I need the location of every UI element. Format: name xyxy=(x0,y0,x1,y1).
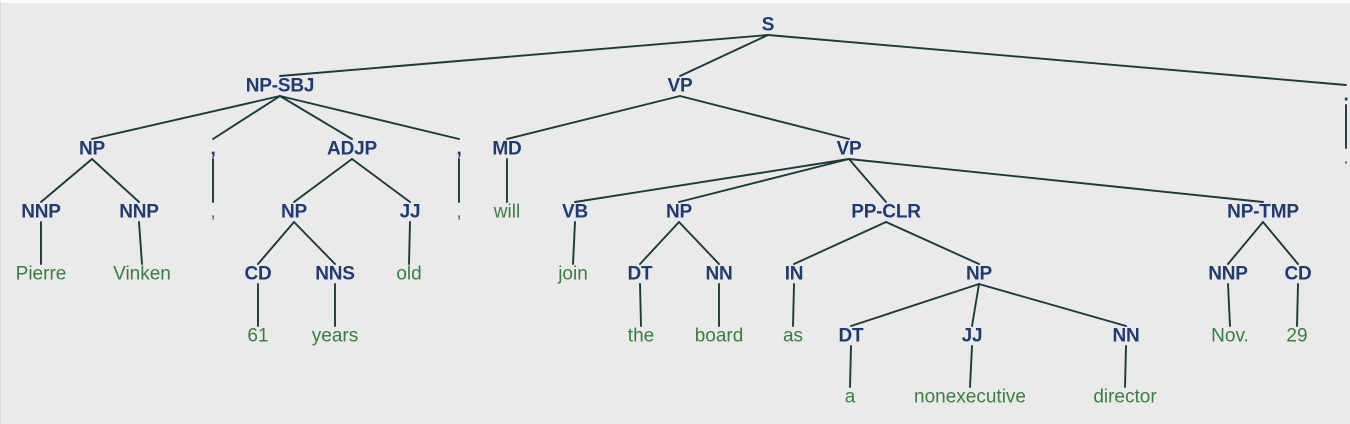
tree-node-np[interactable]: NP xyxy=(966,263,992,285)
tree-edge xyxy=(767,34,1347,86)
tree-edge xyxy=(1296,283,1299,327)
tree-node-vp[interactable]: VP xyxy=(836,138,862,160)
tree-edge xyxy=(639,283,642,327)
parse-tree-edges xyxy=(40,34,1347,388)
tree-node-cd[interactable]: CD xyxy=(1284,263,1312,285)
tree-leaf-director[interactable]: director xyxy=(1093,386,1157,408)
tree-edge xyxy=(678,221,720,265)
tree-edge xyxy=(1262,221,1299,265)
tree-edge xyxy=(678,158,850,203)
tree-leaf-the[interactable]: the xyxy=(627,325,655,347)
tree-leaf-a[interactable]: a xyxy=(844,386,856,408)
tree-leaf-[interactable]: , xyxy=(456,201,462,223)
tree-edge xyxy=(1227,221,1264,265)
tree-leaf-nov[interactable]: Nov. xyxy=(1211,325,1249,347)
tree-edge xyxy=(257,221,295,265)
tree-node-nn[interactable]: NN xyxy=(1112,325,1140,347)
tree-node-vp[interactable]: VP xyxy=(667,75,693,97)
tree-leaf-old[interactable]: old xyxy=(396,263,422,285)
tree-edge xyxy=(572,221,576,265)
tree-edge xyxy=(850,283,980,327)
tree-node-np[interactable]: NP xyxy=(79,138,105,160)
tree-node-jj[interactable]: JJ xyxy=(961,325,983,347)
tree-edge xyxy=(1124,345,1127,388)
tree-node-np-sbj[interactable]: NP-SBJ xyxy=(245,75,315,97)
tree-node-in[interactable]: IN xyxy=(784,263,804,285)
tree-edge xyxy=(40,158,93,203)
tree-leaf-61[interactable]: 61 xyxy=(247,325,269,347)
tree-node-[interactable]: , xyxy=(210,138,216,160)
tree-node-pp-clr[interactable]: PP-CLR xyxy=(851,201,921,223)
tree-edge xyxy=(679,34,769,77)
tree-leaf-board[interactable]: board xyxy=(694,325,744,347)
tree-edge xyxy=(279,34,769,77)
tree-leaf-nonexecutive[interactable]: nonexecutive xyxy=(914,386,1026,408)
tree-edge xyxy=(408,221,411,265)
tree-edge xyxy=(279,95,460,140)
tree-edge xyxy=(351,158,411,203)
tree-node-np[interactable]: NP xyxy=(666,201,692,223)
tree-node-dt[interactable]: DT xyxy=(838,325,864,347)
tree-edge xyxy=(574,158,850,203)
tree-node-jj[interactable]: JJ xyxy=(399,201,421,223)
tree-node-np-tmp[interactable]: NP-TMP xyxy=(1227,201,1299,223)
tree-node-nnp[interactable]: NNP xyxy=(119,201,159,223)
tree-leaf-years[interactable]: years xyxy=(311,325,359,347)
tree-node-nnp[interactable]: NNP xyxy=(21,201,61,223)
tree-node-s[interactable]: S xyxy=(761,14,775,36)
tree-node-[interactable]: . xyxy=(1343,84,1349,106)
tree-edge xyxy=(848,158,1264,203)
tree-edge xyxy=(506,95,681,140)
tree-edge xyxy=(849,345,852,388)
tree-edge xyxy=(279,95,353,140)
tree-edge xyxy=(793,221,887,265)
tree-node-np[interactable]: NP xyxy=(281,201,307,223)
tree-node-md[interactable]: MD xyxy=(492,138,522,160)
tree-edge xyxy=(293,158,353,203)
tree-node-nns[interactable]: NNS xyxy=(315,263,355,285)
tree-node-vb[interactable]: VB xyxy=(562,201,588,223)
tree-edge xyxy=(138,221,143,265)
tree-leaf-[interactable]: . xyxy=(1343,147,1349,169)
tree-edge xyxy=(848,158,887,203)
tree-node-cd[interactable]: CD xyxy=(244,263,272,285)
tree-edge xyxy=(91,95,281,140)
tree-edge xyxy=(639,221,680,265)
tree-edge xyxy=(969,345,973,388)
tree-edge xyxy=(978,283,1127,327)
tree-leaf-will[interactable]: will xyxy=(493,201,521,223)
tree-edge xyxy=(91,158,140,203)
tree-leaf-as[interactable]: as xyxy=(782,325,804,347)
tree-leaf-vinken[interactable]: Vinken xyxy=(113,263,171,285)
tree-leaf-join[interactable]: join xyxy=(558,263,588,285)
tree-edge xyxy=(679,95,850,140)
tree-leaf-29[interactable]: 29 xyxy=(1286,325,1308,347)
tree-node-adjp[interactable]: ADJP xyxy=(327,138,377,160)
tree-leaf-[interactable]: , xyxy=(210,201,216,223)
tree-node-dt[interactable]: DT xyxy=(627,263,653,285)
tree-node-[interactable]: , xyxy=(456,138,462,160)
tree-edge xyxy=(971,283,980,327)
tree-edge xyxy=(293,221,336,265)
tree-edge xyxy=(885,221,980,265)
tree-edge xyxy=(212,95,281,140)
tree-node-nn[interactable]: NN xyxy=(705,263,733,285)
tree-leaf-pierre[interactable]: Pierre xyxy=(15,263,67,285)
tree-node-nnp[interactable]: NNP xyxy=(1208,263,1248,285)
tree-edge xyxy=(792,283,795,327)
tree-edge xyxy=(1227,283,1231,327)
